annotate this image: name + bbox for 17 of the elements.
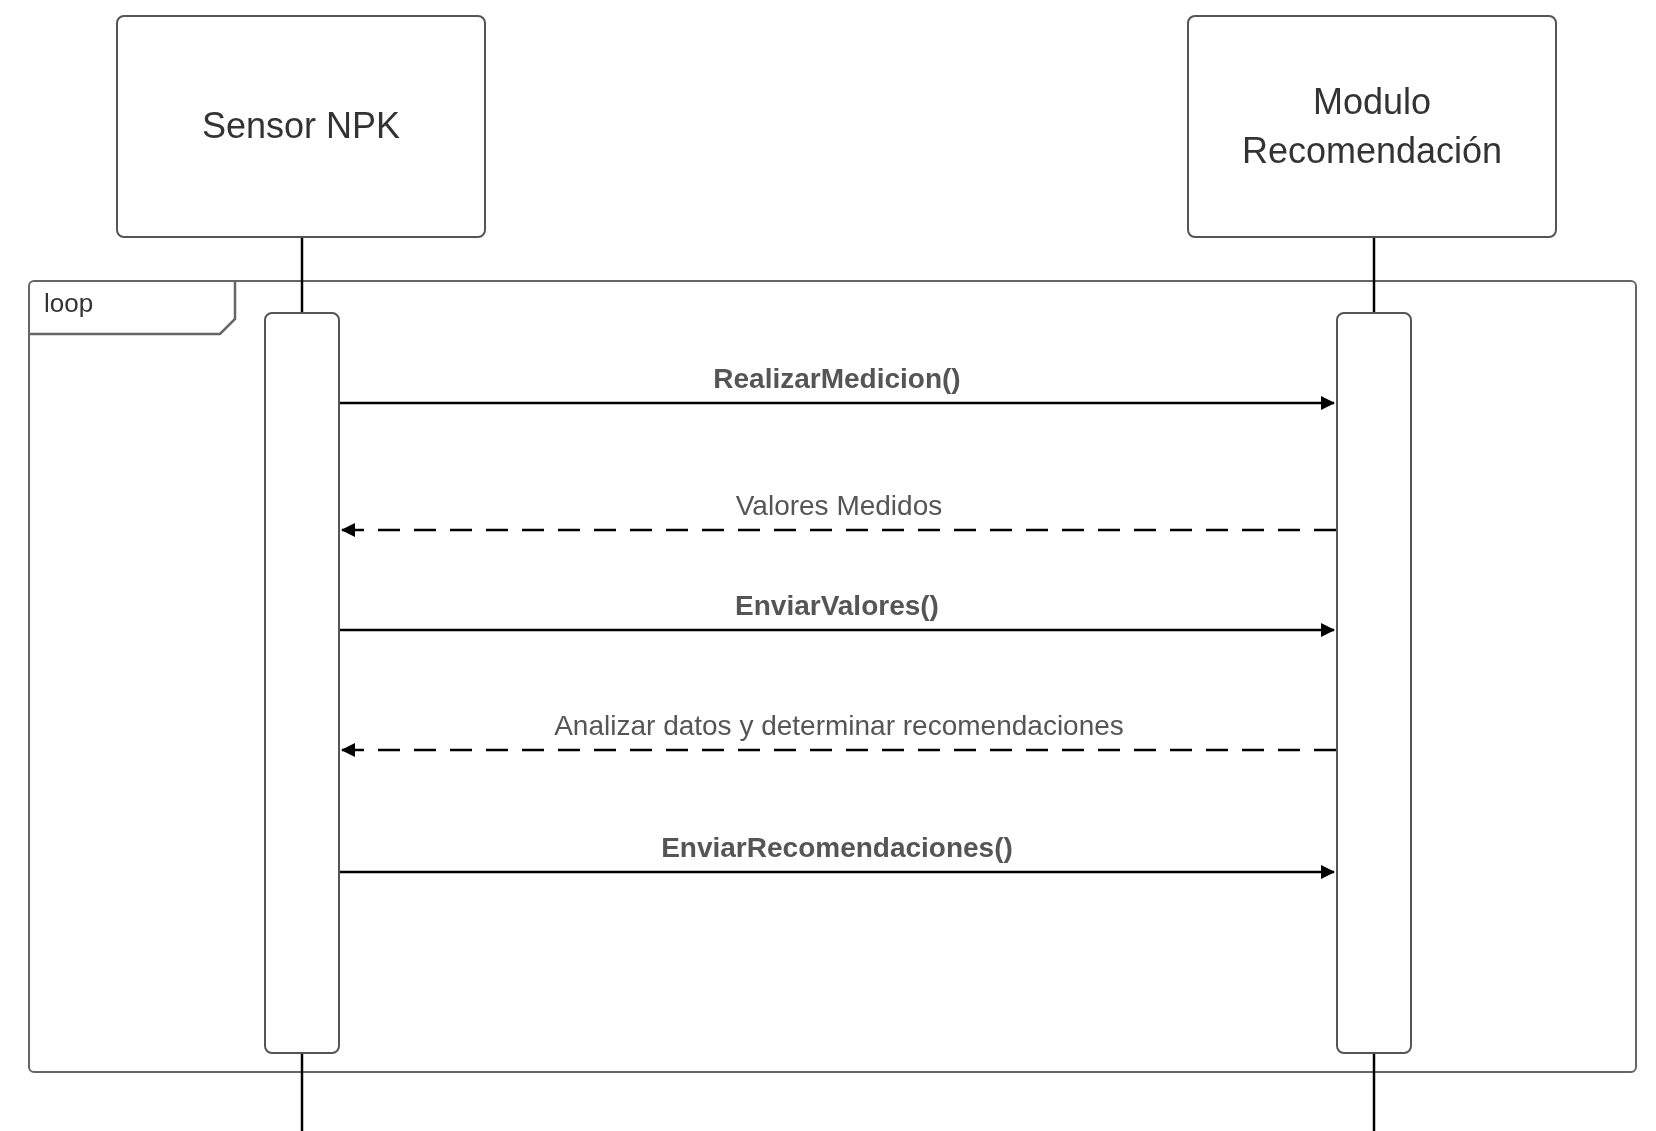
lifeline [300, 238, 304, 312]
lifeline [1372, 238, 1376, 312]
frame-label: loop [44, 288, 94, 319]
message-arrow [340, 865, 1335, 879]
lifeline-head-box [116, 15, 486, 238]
lifeline [1372, 1054, 1376, 1131]
lifeline-name: Sensor NPK [201, 104, 401, 149]
activation-bar [264, 312, 340, 1054]
loop-frame [28, 280, 1637, 1073]
message-arrow [341, 523, 1336, 537]
message-arrow [340, 623, 1335, 637]
lifeline [300, 1054, 304, 1131]
message-arrow [340, 396, 1335, 410]
activation-bar [1336, 312, 1412, 1054]
lifeline-name: Modulo Recomendación [1240, 79, 1504, 173]
lifeline-head-box [1187, 15, 1557, 238]
message-arrow [341, 743, 1336, 757]
